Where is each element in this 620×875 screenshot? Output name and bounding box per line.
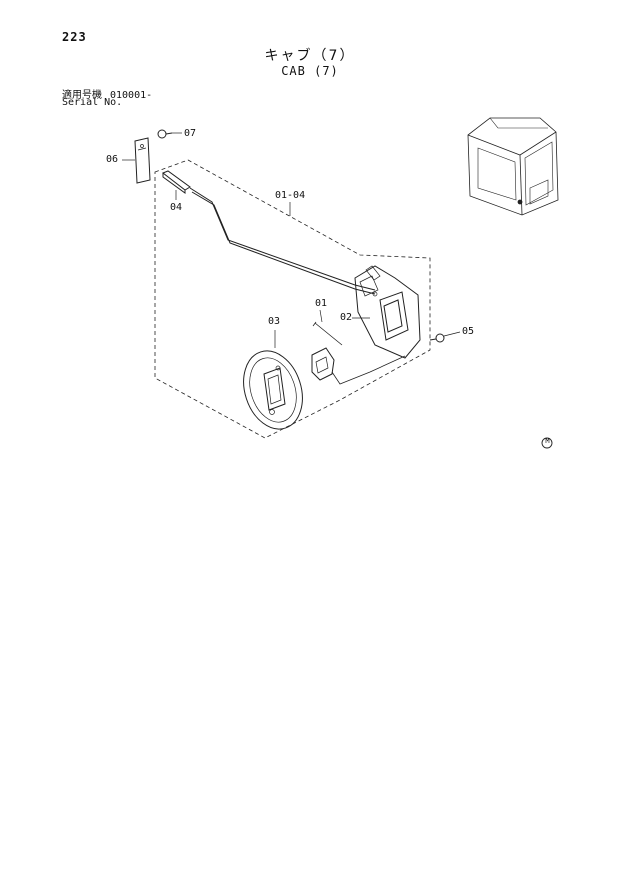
part-01-lever bbox=[312, 321, 343, 346]
serial-label-english: Serial No. bbox=[62, 97, 123, 108]
part-05-bolt bbox=[429, 333, 445, 343]
callout-03: 03 bbox=[268, 316, 281, 327]
part-07-screw bbox=[157, 129, 173, 139]
part-06-plate bbox=[134, 137, 151, 184]
assembly-boundary bbox=[154, 159, 431, 439]
callout-04: 04 bbox=[170, 202, 183, 213]
leader-05 bbox=[443, 331, 461, 337]
part-rod bbox=[189, 187, 376, 295]
part-02-housing bbox=[354, 265, 421, 359]
part-03-escutcheon bbox=[243, 350, 303, 430]
title-english: CAB (7) bbox=[281, 64, 339, 78]
callout-01-04: 01-04 bbox=[275, 190, 306, 201]
mark-circle bbox=[541, 437, 553, 449]
callout-01: 01 bbox=[315, 298, 328, 309]
serial-label-japanese: 適用号機 010001- bbox=[62, 86, 152, 101]
title-japanese: キャブ（7） bbox=[264, 48, 356, 64]
callout-02: 02 bbox=[340, 312, 353, 323]
callout-07: 07 bbox=[184, 128, 197, 139]
mark-letter: M bbox=[545, 437, 550, 445]
serial-value: 010001- bbox=[110, 90, 153, 101]
serial-label-jp-text: 適用号機 bbox=[62, 90, 102, 101]
callout-06: 06 bbox=[106, 154, 119, 165]
callout-05: 05 bbox=[462, 326, 475, 337]
cab-thumbnail bbox=[467, 117, 559, 216]
page-number: 223 bbox=[62, 30, 87, 44]
part-04-grip bbox=[162, 170, 191, 194]
part-switch bbox=[311, 347, 406, 385]
leader-01 bbox=[319, 309, 323, 323]
